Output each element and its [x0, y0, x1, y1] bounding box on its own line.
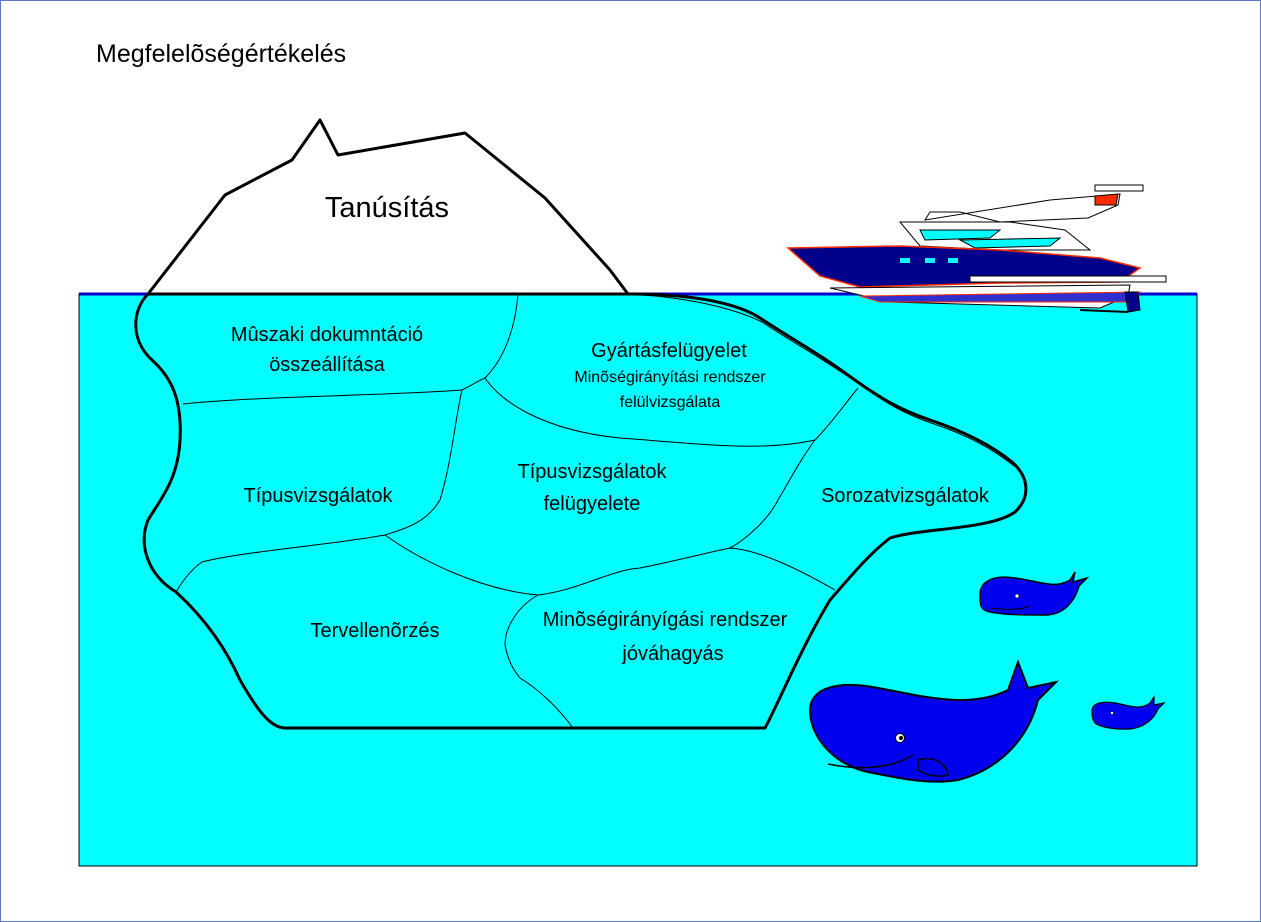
segment-gyartas-subline1: Minõségirányítási rendszer: [574, 369, 766, 386]
segment-gyartas-line1: Gyártásfelügyelet: [591, 340, 747, 362]
segment-sorozat-line1: Sorozatvizsgálatok: [821, 485, 990, 507]
segment-tipus-felugyelet-line2: felügyelete: [544, 493, 641, 515]
segment-minoseg-line2: jóváhagyás: [621, 643, 723, 665]
segment-terv-line1: Tervellenõrzés: [311, 620, 440, 642]
segment-gyartas-subline2: felülvizsgálata: [620, 394, 721, 411]
tip-label: Tanúsítás: [325, 192, 449, 224]
segment-minoseg-line1: Minõségirányígási rendszer: [543, 609, 788, 631]
segment-muszaki-line1: Mûszaki dokumntáció: [231, 324, 423, 346]
segment-tipus-felugyelet-line1: Típusvizsgálatok: [518, 461, 668, 483]
segment-muszaki-line2: összeállítása: [269, 354, 385, 376]
segment-tipus-line1: Típusvizsgálatok: [244, 485, 394, 507]
